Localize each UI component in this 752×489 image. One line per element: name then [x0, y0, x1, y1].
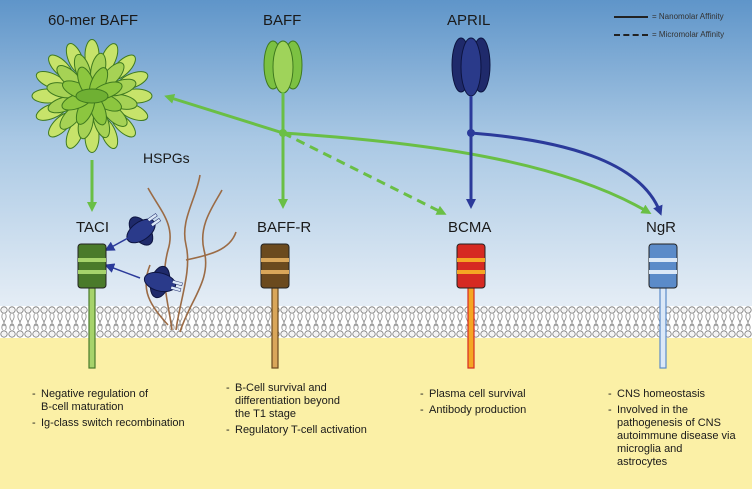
- baff-monomer-petal: [75, 88, 109, 104]
- label-ngr: NgR: [646, 219, 677, 236]
- label-hspgs: HSPGs: [143, 150, 190, 166]
- april-hspg-bound-lower-icon: [143, 265, 183, 299]
- cell-membrane: [0, 306, 752, 338]
- legend-solid: = Nanomolar Affinity: [614, 12, 724, 21]
- baff-branch-node: [279, 129, 287, 137]
- taci-functions: Negative regulation of B-cell maturation…: [32, 388, 212, 433]
- receptor-head: [260, 243, 290, 289]
- label-baff: BAFF: [263, 12, 302, 29]
- baff-arrows: [87, 92, 652, 215]
- bcma-functions: Plasma cell survival Antibody production: [420, 388, 590, 420]
- extracellular-space: [0, 0, 752, 310]
- hspg-to-taci-arrows: [104, 237, 141, 279]
- receptor-baff-r-icon: [260, 243, 290, 369]
- receptor-stalk: [467, 287, 475, 369]
- bcma-function-item: Plasma cell survival: [420, 388, 590, 401]
- baffr-functions: B-Cell survival and differentiation beyo…: [226, 382, 396, 440]
- baff-60mer-icon: [31, 39, 153, 153]
- taci-function-item: Negative regulation of B-cell maturation: [32, 388, 212, 414]
- receptor-band: [78, 270, 106, 274]
- legend-dashed-label: = Micromolar Affinity: [652, 30, 725, 39]
- receptor-band: [78, 258, 106, 262]
- baff-to-60mer-arrow: [164, 94, 284, 135]
- label-60mer-baff: 60-mer BAFF: [48, 12, 139, 29]
- baffr-function-item: B-Cell survival and differentiation beyo…: [226, 382, 396, 421]
- receptor-band: [457, 258, 485, 262]
- receptor-head: [648, 243, 678, 289]
- april-branch-node: [467, 129, 475, 137]
- ngr-function-item: CNS homeostasis: [608, 388, 748, 401]
- baff-to-ngr-arrow: [282, 131, 652, 215]
- receptor-stalk: [659, 287, 667, 369]
- april-to-ngr-arrow: [470, 131, 663, 216]
- receptors: [77, 243, 678, 369]
- receptor-head: [456, 243, 486, 289]
- label-taci: TACI: [76, 219, 110, 236]
- april-arrows: [466, 96, 663, 216]
- receptor-taci-icon: [77, 243, 107, 369]
- legend-solid-label: = Nanomolar Affinity: [652, 12, 724, 21]
- april-trimer-icon: [451, 37, 491, 97]
- label-bcma: BCMA: [448, 219, 492, 236]
- label-april: APRIL: [447, 12, 491, 29]
- receptor-band: [457, 270, 485, 274]
- receptor-band: [261, 258, 289, 262]
- receptor-stalk: [271, 287, 279, 369]
- label-baff-r: BAFF-R: [257, 219, 312, 236]
- receptor-band: [649, 270, 677, 274]
- receptor-band: [261, 270, 289, 274]
- baff-trimer-icon: [263, 40, 303, 94]
- april-hspg-bound-upper-icon: [126, 213, 162, 246]
- ngr-function-item: Involved in the pathogenesis of CNS auto…: [608, 404, 748, 469]
- hspg-chains: [145, 174, 237, 333]
- solid-line-icon: [614, 15, 648, 18]
- receptor-bcma-icon: [456, 243, 486, 369]
- baffr-function-item: Regulatory T-cell activation: [226, 424, 396, 437]
- dashed-line-icon: [614, 33, 648, 36]
- receptor-band: [649, 258, 677, 262]
- ngr-functions: CNS homeostasis Involved in the pathogen…: [608, 388, 748, 472]
- receptor-stalk: [88, 287, 96, 369]
- legend-dashed: = Micromolar Affinity: [614, 30, 724, 39]
- bcma-function-item: Antibody production: [420, 404, 590, 417]
- receptor-head: [77, 243, 107, 289]
- receptor-ngr-icon: [648, 243, 678, 369]
- taci-function-item: Ig-class switch recombination: [32, 417, 212, 430]
